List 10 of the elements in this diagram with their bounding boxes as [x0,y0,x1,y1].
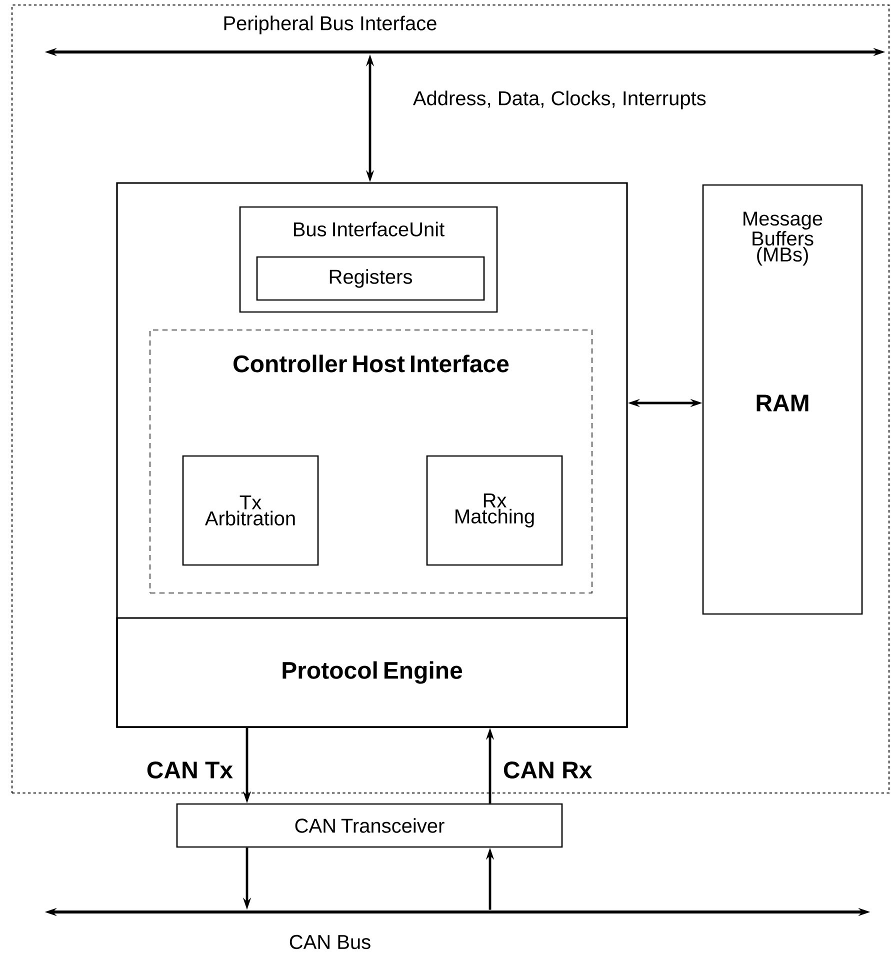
engine-block: Protocol Engine [116,617,628,728]
edge-label: CAN Tx [144,758,236,782]
block-box: Registers [256,256,485,301]
block-box: Tx Arbitration [182,455,319,566]
module-boundary [11,4,890,794]
block-box: Rx Matching [426,455,563,566]
memory-block: Message Buffers (MBs) RAM [702,184,863,615]
edge-label: Address, Data, Clocks, Interrupts [410,88,710,112]
edge-label: CAN Rx [500,758,595,782]
block-box: CAN Transceiver [176,803,563,848]
